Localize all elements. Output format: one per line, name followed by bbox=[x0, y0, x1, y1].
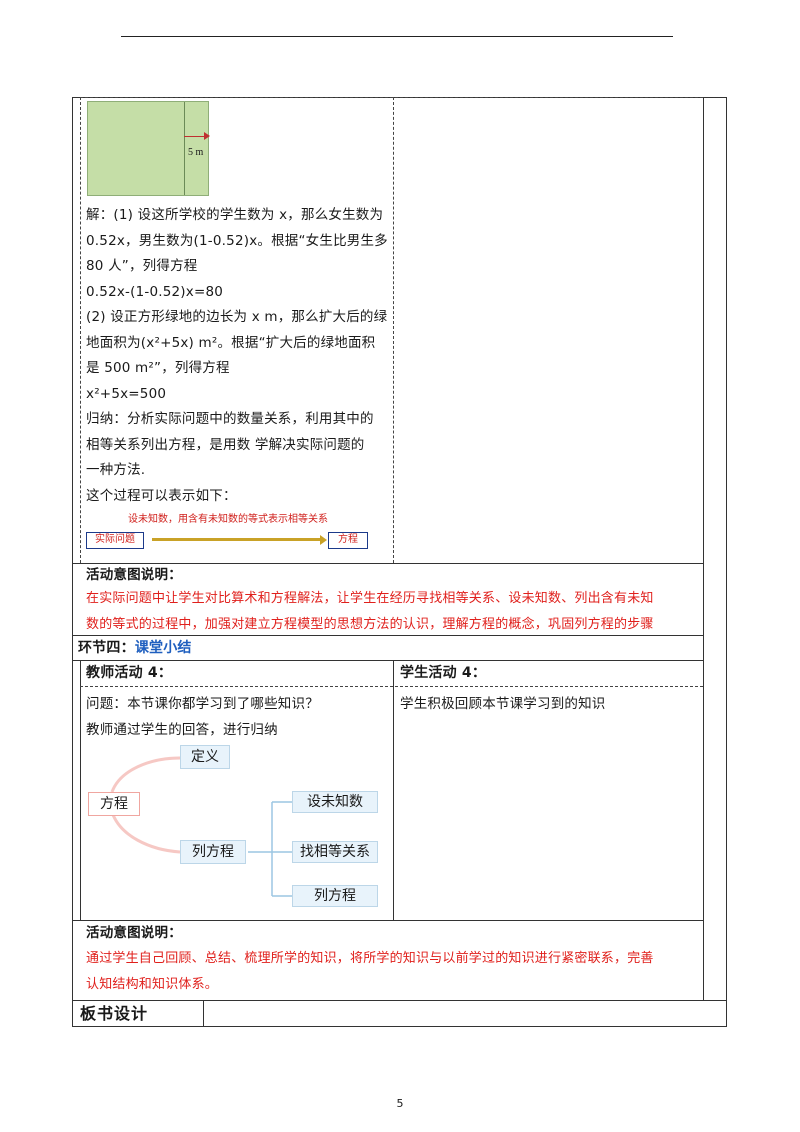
column-divider bbox=[393, 660, 394, 920]
arrow-line bbox=[184, 136, 207, 137]
arrow-head-icon bbox=[204, 132, 210, 140]
column-divider bbox=[393, 97, 394, 563]
solution-line: 0.52x，男生数为(1-0.52)x。根据“女生比男生多 bbox=[86, 232, 388, 249]
solution-line: 这个过程可以表示如下： bbox=[86, 487, 237, 504]
connector-to-equation bbox=[110, 811, 181, 854]
plot-extension-line bbox=[184, 102, 185, 195]
solution-line: 80 人”，列得方程 bbox=[86, 258, 198, 274]
row-divider bbox=[72, 920, 703, 921]
student-line: 学生积极回顾本节课学习到的知识 bbox=[400, 696, 606, 712]
intent-line: 通过学生自己回顾、总结、梳理所学的知识，将所学的知识与以前学过的知识进行紧密联系… bbox=[86, 951, 654, 966]
teacher-activity-text: 问题：本节课你都学习到了哪些知识？ 教师通过学生的回答，进行归纳 bbox=[86, 692, 319, 743]
teacher-activity-heading: 教师活动 4： bbox=[86, 665, 173, 681]
teacher-line: 问题：本节课你都学习到了哪些知识？ bbox=[86, 696, 319, 712]
section-heading: 环节四：课堂小结 bbox=[78, 636, 192, 662]
mindmap-step: 设未知数 bbox=[292, 791, 378, 813]
row-divider bbox=[72, 1000, 727, 1001]
intent-text: 通过学生自己回顾、总结、梳理所学的知识，将所学的知识与以前学过的知识进行紧密联系… bbox=[86, 946, 654, 997]
flow-caption: 设未知数，用含有未知数的等式表示相等关系 bbox=[128, 514, 328, 525]
row-divider bbox=[72, 660, 703, 661]
section-title: 课堂小结 bbox=[134, 640, 192, 656]
solution-line: 一种方法. bbox=[86, 462, 146, 478]
mindmap-equation: 列方程 bbox=[180, 840, 246, 864]
solution-line: 是 500 m²”，列得方程 bbox=[86, 360, 230, 376]
page-header-rule bbox=[121, 36, 673, 37]
row-divider bbox=[80, 97, 703, 98]
mindmap-step: 找相等关系 bbox=[292, 841, 378, 863]
intent-line: 在实际问题中让学生对比算术和方程解法，让学生在经历寻找相等关系、设未知数、列出含… bbox=[86, 591, 654, 606]
arrow-right-icon bbox=[320, 535, 327, 545]
intent-text: 在实际问题中让学生对比算术和方程解法，让学生在经历寻找相等关系、设未知数、列出含… bbox=[86, 586, 654, 637]
row-divider bbox=[80, 686, 703, 687]
mindmap-root: 方程 bbox=[88, 792, 140, 816]
solution-line: 0.52x-(1-0.52)x=80 bbox=[86, 283, 224, 300]
student-activity-text: 学生积极回顾本节课学习到的知识 bbox=[400, 692, 606, 718]
mindmap-definition: 定义 bbox=[180, 745, 230, 769]
board-design-label: 板书设计 bbox=[80, 1004, 149, 1023]
section-label: 环节四： bbox=[78, 640, 135, 656]
mindmap-step: 列方程 bbox=[292, 885, 378, 907]
column-divider bbox=[80, 97, 81, 563]
intent-heading: 活动意图说明： bbox=[86, 925, 182, 941]
solution-line: 地面积为(x²+5x) m²。根据“扩大后的绿地面积 bbox=[86, 334, 376, 351]
mindmap-connectors bbox=[110, 756, 292, 897]
table-inner-border bbox=[703, 97, 704, 1000]
row-divider bbox=[72, 563, 703, 564]
green-plot-figure: 5 m bbox=[87, 101, 210, 196]
connector-to-definition bbox=[110, 756, 181, 793]
intent-heading: 活动意图说明： bbox=[86, 567, 182, 583]
column-divider bbox=[80, 660, 81, 920]
solution-line: x²+5x=500 bbox=[86, 385, 167, 402]
student-activity-heading: 学生活动 4： bbox=[400, 665, 487, 681]
solution-text: 解：(1) 设这所学校的学生数为 x，那么女生数为 0.52x，男生数为(1-0… bbox=[86, 203, 388, 509]
row-divider bbox=[72, 635, 703, 636]
intent-line: 数的等式的过程中，加强对建立方程模型的思想方法的认识，理解方程的概念，巩固列方程… bbox=[86, 616, 654, 632]
flow-box-equation: 方程 bbox=[328, 532, 368, 549]
flow-arrow-line bbox=[152, 538, 322, 541]
page-number: 5 bbox=[396, 1097, 404, 1110]
solution-line: 解：(1) 设这所学校的学生数为 x，那么女生数为 bbox=[86, 207, 384, 223]
column-divider bbox=[203, 1000, 204, 1027]
flow-box-real-problem: 实际问题 bbox=[86, 532, 144, 549]
solution-line: 归纳：分析实际问题中的数量关系，利用其中的 bbox=[86, 411, 374, 427]
intent-line: 认知结构和知识体系。 bbox=[86, 976, 219, 992]
teacher-line: 教师通过学生的回答，进行归纳 bbox=[86, 721, 278, 738]
solution-line: 相等关系列出方程，是用数 学解决实际问题的 bbox=[86, 436, 365, 453]
solution-line: (2) 设正方形绿地的边长为 x m，那么扩大后的绿 bbox=[86, 309, 388, 325]
figure-label: 5 m bbox=[188, 147, 204, 158]
